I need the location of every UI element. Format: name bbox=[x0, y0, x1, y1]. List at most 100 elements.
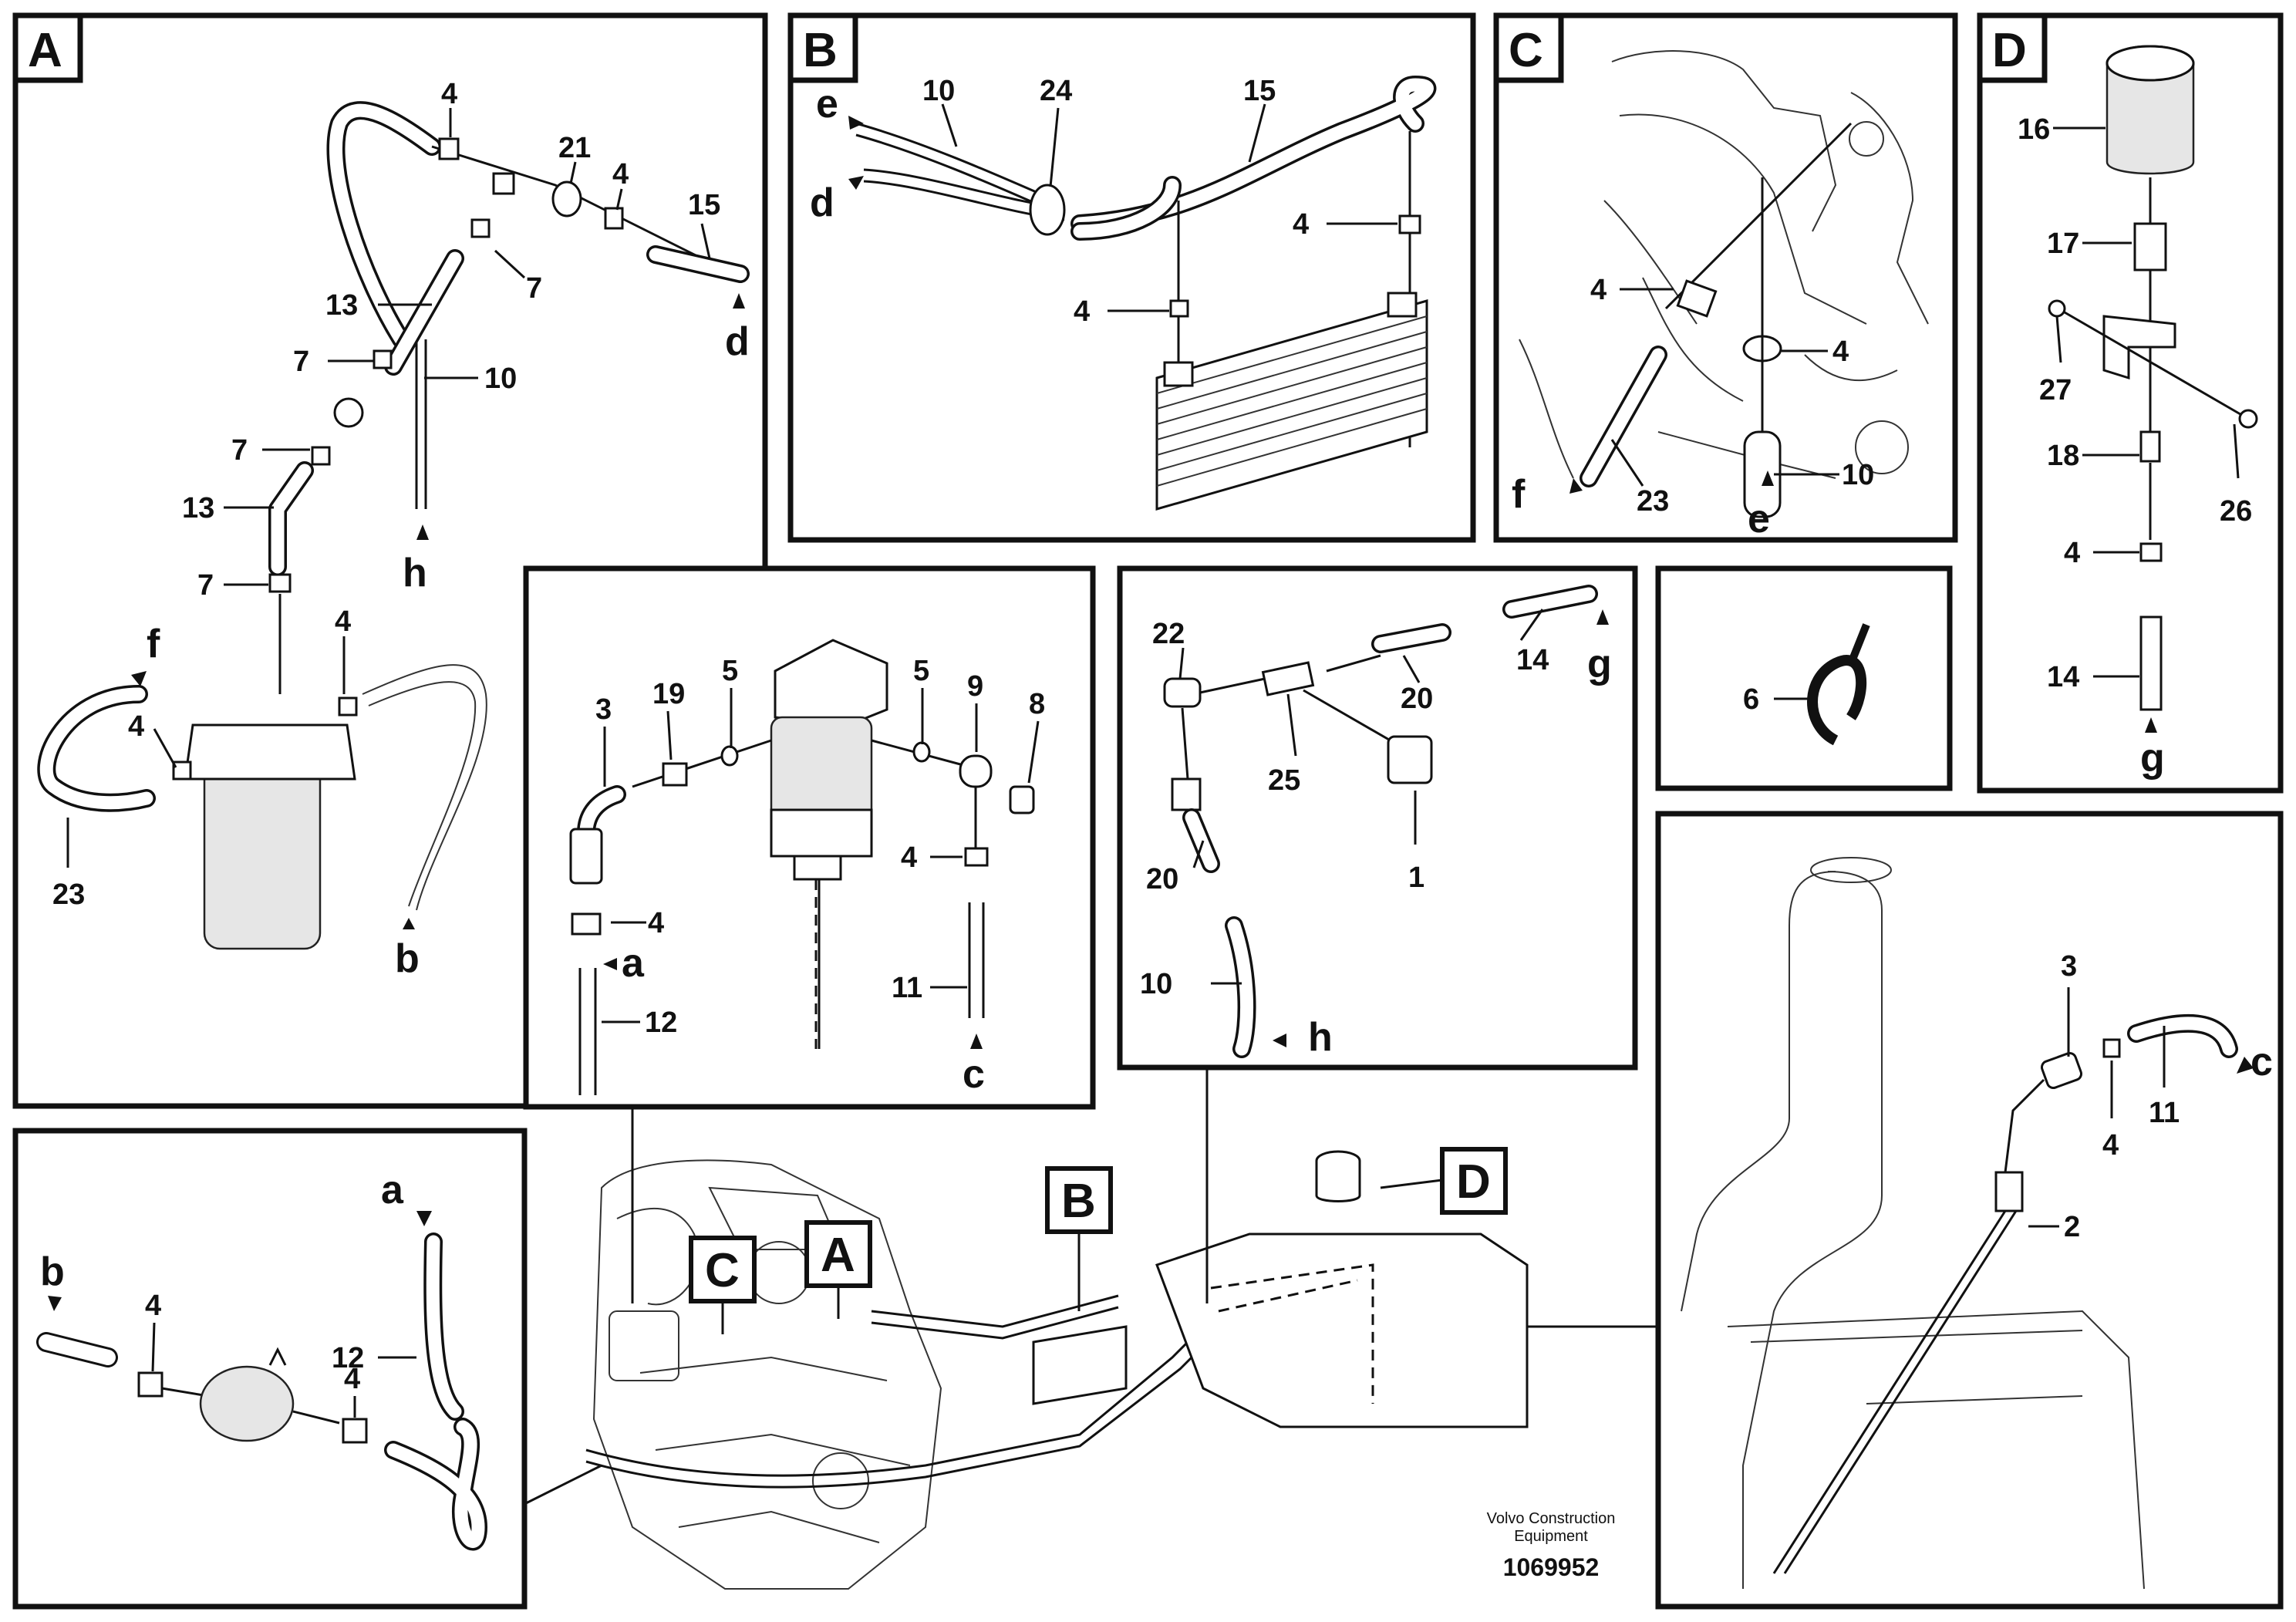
callout: 23 bbox=[1637, 485, 1669, 518]
cooler bbox=[1155, 292, 1428, 511]
callout: 13 bbox=[325, 289, 358, 322]
overview-label-c: C bbox=[705, 1244, 740, 1297]
callout: 10 bbox=[1140, 968, 1172, 1000]
callout: 17 bbox=[2047, 228, 2079, 260]
callout: 4 bbox=[1590, 274, 1607, 306]
sender-2 bbox=[1994, 1171, 2024, 1212]
hose-end bbox=[569, 828, 603, 885]
sensor-1 bbox=[1387, 735, 1433, 784]
callout: 8 bbox=[1029, 688, 1045, 720]
panel-fuel-filter: 3 19 5 5 9 8 4 4 11 12 a c bbox=[523, 565, 1096, 1110]
fitting-3 bbox=[2040, 1051, 2083, 1090]
callout: 27 bbox=[2039, 374, 2072, 406]
callout: 4 bbox=[1832, 336, 1849, 368]
panel-c-label: C bbox=[1509, 24, 1543, 77]
callout: 5 bbox=[913, 655, 929, 687]
connection-letter: c bbox=[963, 1052, 985, 1097]
connection-letter: h bbox=[403, 551, 427, 595]
drawing-number: 1069952 bbox=[1503, 1553, 1600, 1581]
clamp-4 bbox=[338, 696, 358, 717]
callout: 14 bbox=[2047, 661, 2079, 693]
callout: 4 bbox=[335, 605, 351, 638]
breather-16 bbox=[2106, 63, 2195, 175]
overview-label-b: B bbox=[1061, 1175, 1096, 1228]
callout: 21 bbox=[558, 132, 591, 164]
clamp-7 bbox=[268, 573, 292, 593]
grommet-24 bbox=[1029, 184, 1066, 236]
brand-line-1: Volvo Construction bbox=[1487, 1510, 1616, 1527]
port bbox=[1163, 361, 1194, 387]
connection-letter: f bbox=[1512, 472, 1526, 517]
panel-d: D 16 17 27 26 18 4 14 g bbox=[1977, 12, 2284, 794]
bracket bbox=[2102, 315, 2176, 380]
callout: 4 bbox=[344, 1363, 360, 1395]
footer: Volvo Construction Equipment 1069952 bbox=[1487, 1510, 1616, 1581]
nipple-18 bbox=[2139, 430, 2161, 463]
callout: 4 bbox=[648, 907, 664, 939]
clamp-4 bbox=[604, 207, 624, 230]
overview-label-a: A bbox=[821, 1229, 855, 1282]
callout: 7 bbox=[293, 346, 309, 378]
washer-5 bbox=[912, 741, 931, 763]
panel-d-label: D bbox=[1992, 24, 2027, 77]
callout: 26 bbox=[2220, 495, 2252, 528]
engine-background bbox=[1519, 50, 1929, 479]
clamp-4 bbox=[172, 760, 192, 781]
callout: 4 bbox=[1293, 208, 1309, 241]
callout: 3 bbox=[595, 693, 612, 726]
panel-a-label: A bbox=[28, 24, 62, 77]
callout: 7 bbox=[526, 272, 542, 305]
port bbox=[1387, 292, 1418, 318]
panel-b-label: B bbox=[803, 24, 838, 77]
callout: 4 bbox=[128, 710, 144, 743]
callout: 4 bbox=[441, 78, 457, 110]
prefilter-body bbox=[199, 1365, 295, 1442]
callout: 4 bbox=[1074, 295, 1090, 328]
fitting-19 bbox=[662, 762, 688, 787]
clamp-7 bbox=[373, 349, 393, 369]
callout: 9 bbox=[967, 670, 983, 703]
connection-letter: e bbox=[816, 82, 838, 126]
clamp-4 bbox=[438, 137, 460, 160]
tee-fitting bbox=[492, 172, 515, 195]
nut-27 bbox=[2048, 299, 2066, 318]
callout: 4 bbox=[2064, 537, 2080, 569]
nut bbox=[1171, 777, 1202, 811]
clamp-4 bbox=[137, 1371, 164, 1398]
connection-letter: b bbox=[395, 936, 420, 981]
adapter-17 bbox=[2133, 222, 2167, 271]
callout: 25 bbox=[1268, 764, 1300, 797]
washer-5 bbox=[720, 745, 739, 767]
plug-8 bbox=[1009, 785, 1035, 814]
grommet-21 bbox=[551, 180, 582, 218]
callout: 14 bbox=[1516, 644, 1549, 676]
callout: 15 bbox=[1243, 75, 1276, 107]
callout: 18 bbox=[2047, 440, 2079, 472]
callout: 1 bbox=[1408, 862, 1424, 894]
panel-a: A bbox=[12, 12, 768, 1109]
callout: 12 bbox=[645, 1007, 677, 1039]
callout: 13 bbox=[182, 492, 214, 524]
connection-letter: g bbox=[2140, 736, 2165, 781]
callout: 11 bbox=[2149, 1097, 2180, 1129]
callout: 10 bbox=[484, 363, 517, 395]
connection-letter: g bbox=[1587, 642, 1612, 686]
callout: 10 bbox=[922, 75, 955, 107]
connection-letter: c bbox=[2250, 1040, 2273, 1084]
tee-25 bbox=[1261, 661, 1315, 696]
overview-label-d: D bbox=[1456, 1155, 1491, 1209]
connection-letter: b bbox=[40, 1249, 65, 1294]
panel-tank: 3 4 11 2 c bbox=[1655, 811, 2284, 1610]
clamp-4 bbox=[1169, 299, 1189, 318]
panel-sensor: 22 25 20 14 1 20 10 g h bbox=[1117, 565, 1638, 1071]
connection-letter: h bbox=[1308, 1015, 1333, 1060]
callout: 22 bbox=[1152, 618, 1185, 650]
connection-letter: d bbox=[810, 180, 834, 225]
brand-line-2: Equipment bbox=[1514, 1528, 1588, 1545]
callout: 15 bbox=[688, 189, 720, 221]
callout: 16 bbox=[2018, 113, 2050, 146]
callout: 24 bbox=[1040, 75, 1072, 107]
filter-head bbox=[774, 639, 888, 727]
connection-letter: f bbox=[147, 622, 160, 666]
